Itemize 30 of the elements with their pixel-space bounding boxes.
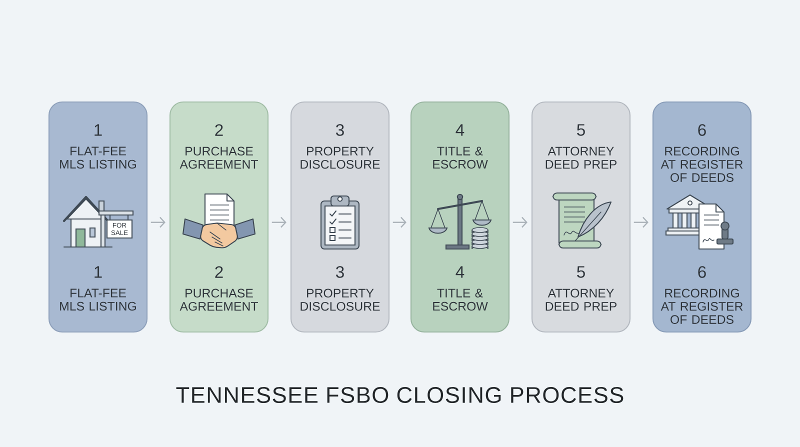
- arrow: [634, 216, 648, 228]
- step-number: 2: [215, 266, 223, 278]
- step-number: 5: [577, 124, 585, 136]
- diagram-title: TENNESSEE FSBO CLOSING PROCESS: [176, 386, 624, 404]
- arrow: [392, 216, 406, 228]
- arrow: [272, 216, 286, 228]
- step-title: TITLE & ESCROW: [433, 146, 488, 169]
- step-title: FLAT-FEE MLS LISTING: [60, 146, 136, 169]
- step-title: ATTORNEY DEED PREP: [546, 288, 616, 311]
- step-title: RECORDING AT REGISTER OF DEEDS: [660, 288, 743, 324]
- step-number: 4: [456, 124, 464, 136]
- arrow: [512, 216, 528, 228]
- arrow: [150, 216, 166, 228]
- step-number: 1: [94, 124, 102, 136]
- step-number: 6: [698, 266, 706, 278]
- step-title: PROPERTY DISCLOSURE: [300, 288, 380, 311]
- step-title: RECORDING AT REGISTER OF DEEDS: [660, 146, 743, 182]
- step-number: 5: [577, 266, 585, 278]
- step-number: 6: [698, 124, 706, 136]
- step-title: TITLE & ESCROW: [433, 288, 488, 311]
- step-title: PROPERTY DISCLOSURE: [300, 146, 380, 169]
- step-number: 1: [94, 266, 102, 278]
- step-number: 4: [456, 266, 464, 278]
- step-title: PURCHASE AGREEMENT: [180, 288, 258, 311]
- step-title: ATTORNEY DEED PREP: [546, 146, 616, 169]
- step-title: PURCHASE AGREEMENT: [180, 146, 258, 169]
- step-title: FLAT-FEE MLS LISTING: [60, 288, 136, 311]
- step-number: 3: [336, 266, 344, 278]
- step-number: 3: [336, 124, 344, 136]
- step-number: 2: [215, 124, 223, 136]
